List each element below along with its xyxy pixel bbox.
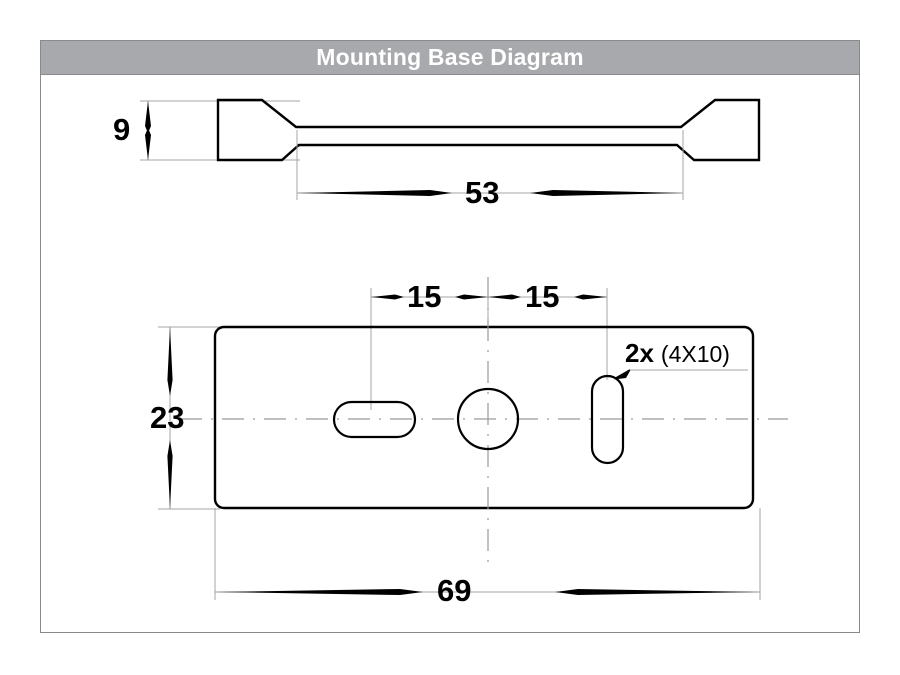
page-title: Mounting Base Diagram xyxy=(316,44,584,70)
diagram-frame xyxy=(40,40,860,633)
dimension-label-23: 23 xyxy=(150,400,185,435)
callout-quantity: 2x xyxy=(625,338,654,368)
diagram-title-bar: Mounting Base Diagram xyxy=(40,40,860,75)
dimension-label-9: 9 xyxy=(113,112,131,147)
dimension-label-15-left: 15 xyxy=(407,279,442,314)
dimension-label-15-right: 15 xyxy=(525,279,560,314)
callout-2x-4x10: 2x(4X10) xyxy=(625,340,730,366)
dimension-label-69: 69 xyxy=(437,573,472,608)
callout-spec: (4X10) xyxy=(660,341,730,367)
dimension-label-53: 53 xyxy=(465,175,500,210)
